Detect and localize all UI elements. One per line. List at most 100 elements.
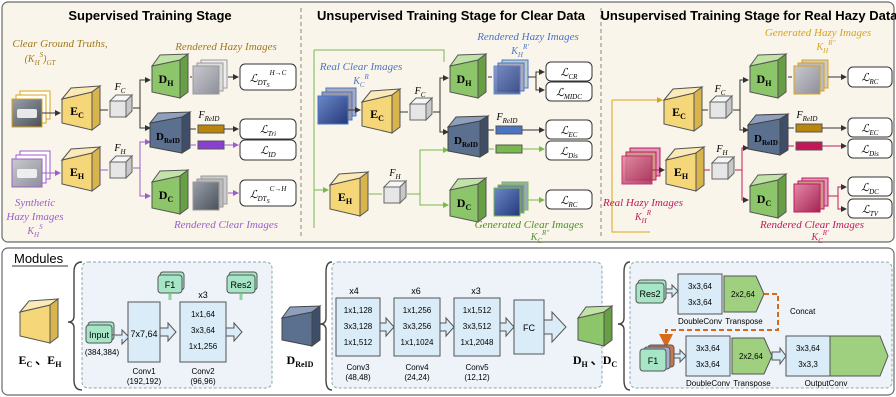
decoder-dh: DH — [150, 53, 190, 99]
unsup-clear-dreid: DReID — [446, 115, 490, 158]
enc-input: Input — [89, 330, 110, 340]
clear-gt-label: Clear Ground Truths, — [12, 38, 108, 50]
encoder-eh: EH — [60, 146, 102, 192]
svg-text:1x1,128: 1x1,128 — [344, 306, 373, 315]
unsup-hazy-encoder-ec: EC — [662, 86, 704, 132]
svg-text:3x3,128: 3x3,128 — [344, 322, 373, 331]
unsup-clear-stage: Real Clear Images KCR EC EH FC — [313, 31, 593, 245]
svg-text:Conv4: Conv4 — [405, 363, 429, 372]
unsup-hazy-encoder-eh: EH — [664, 146, 706, 192]
svg-text:x3: x3 — [198, 290, 208, 300]
enc-f1: F1 — [165, 280, 176, 290]
unsup-hazy-dc: DC — [748, 173, 788, 219]
svg-text:3x3,64: 3x3,64 — [696, 360, 721, 369]
svg-text:1x1,1024: 1x1,1024 — [401, 338, 434, 347]
unsup-clear-dh: DH — [448, 53, 488, 99]
svg-text:(48,48): (48,48) — [345, 373, 371, 382]
svg-text:3x3,3: 3x3,3 — [798, 360, 818, 369]
real-hazy-images — [621, 147, 661, 185]
clear-gt-images — [11, 90, 51, 128]
unsup-hazy-stage: Generated Hazy Images KHR'' Real Hazy Im… — [602, 27, 893, 245]
loss-h2c-box — [239, 63, 297, 91]
svg-text:Transpose: Transpose — [725, 317, 763, 326]
svg-text:Conv2: Conv2 — [191, 367, 215, 376]
svg-text:DoubleConv: DoubleConv — [686, 379, 730, 388]
svg-text:KHS: KHS — [26, 223, 43, 239]
unsup-hazy-fh-cube: FH — [710, 144, 736, 181]
unsup-clear-rendered-hazy-images — [493, 59, 529, 95]
svg-text:Transpose: Transpose — [733, 379, 771, 388]
modules-title: Modules — [14, 251, 64, 266]
svg-text:Hazy Images: Hazy Images — [5, 211, 63, 223]
svg-text:Conv5: Conv5 — [465, 363, 489, 372]
loss-id-box — [239, 139, 297, 161]
svg-text:Synthetic: Synthetic — [15, 197, 55, 209]
rendered-hazy-label: Rendered Hazy Images — [174, 41, 277, 53]
svg-text:3x3,64: 3x3,64 — [688, 298, 713, 307]
freid-orange — [197, 124, 225, 134]
unsup-hazy-dreid: DReID — [746, 113, 790, 156]
svg-text:(192,192): (192,192) — [127, 377, 162, 386]
unsup-hazy-title: Unsupervised Training Stage for Real Haz… — [601, 8, 896, 23]
svg-text:1x1,2048: 1x1,2048 — [461, 338, 494, 347]
rendered-clear-label: Rendered Clear Images — [173, 219, 278, 231]
unsup-clear-title: Unsupervised Training Stage for Clear Da… — [317, 8, 586, 23]
dec-res2: Res2 — [639, 289, 660, 299]
concat-label: Concat — [790, 307, 816, 316]
synthetic-hazy-images — [11, 150, 51, 188]
real-clear-label: Real Clear Images — [319, 61, 402, 73]
unsup-clear-rendered-hazy-label: Rendered Hazy Images — [476, 31, 579, 43]
svg-text:(12,12): (12,12) — [464, 373, 490, 382]
loss-c2h-box — [239, 179, 297, 207]
decoder-dreid: DReID — [148, 111, 192, 154]
svg-text:2x2,64: 2x2,64 — [731, 290, 756, 299]
svg-text:OutputConv: OutputConv — [805, 379, 848, 388]
unsup-hazy-dh: DH — [748, 53, 788, 99]
svg-text:3x3,64: 3x3,64 — [696, 344, 721, 353]
rendered-clear-images — [192, 175, 228, 211]
svg-text:2x2,64: 2x2,64 — [739, 352, 764, 361]
enc-res2: Res2 — [230, 280, 251, 290]
unsup-clear-encoder-eh: EH — [328, 171, 370, 217]
svg-text:x3: x3 — [471, 286, 481, 296]
dec-f1: F1 — [648, 356, 659, 366]
svg-text:FC: FC — [523, 323, 535, 333]
generated-hazy-label: Generated Hazy Images — [765, 27, 871, 39]
svg-text:Conv3: Conv3 — [346, 363, 370, 372]
svg-text:1x1,512: 1x1,512 — [344, 338, 373, 347]
svg-text:DoubleConv: DoubleConv — [678, 317, 722, 326]
enc-conv2-row-3: 1x1,256 — [189, 342, 218, 351]
svg-text:(384,384): (384,384) — [85, 348, 120, 357]
unsup-hazy-fc-cube: FC — [708, 84, 734, 120]
generated-clear-images — [493, 181, 529, 217]
decoder-module-label: DH 、DC — [573, 353, 618, 369]
freid-purple — [197, 140, 225, 150]
module-dreid-icon — [280, 305, 322, 347]
svg-text:1x1,512: 1x1,512 — [463, 306, 492, 315]
enc-conv1-block: 7x7,64 — [130, 329, 157, 339]
encoder-ec: EC — [60, 85, 102, 131]
unsup-hazy-rendered-clear-images — [793, 177, 829, 213]
decoder-dc: DC — [150, 169, 190, 215]
generated-clear-label: Generated Clear Images — [475, 219, 584, 231]
unsup-hazy-rendered-clear-label: Rendered Clear Images — [759, 219, 864, 231]
svg-text:(96,96): (96,96) — [190, 377, 216, 386]
rendered-hazy-images — [192, 59, 228, 95]
svg-text:3x3,512: 3x3,512 — [463, 322, 492, 331]
svg-text:Conv1: Conv1 — [132, 367, 156, 376]
svg-text:x4: x4 — [349, 286, 359, 296]
svg-text:3x3,256: 3x3,256 — [403, 322, 432, 331]
svg-text:3x3,64: 3x3,64 — [796, 344, 821, 353]
svg-text:(24,24): (24,24) — [404, 373, 430, 382]
svg-text:x6: x6 — [411, 286, 421, 296]
enc-conv2-row-1: 1x1,64 — [191, 310, 216, 319]
unsup-clear-encoder-ec: EC — [360, 88, 402, 134]
supervised-stage: Clear Ground Truths, (KHS)GT Synthetic H… — [5, 38, 297, 239]
module-encoder-icon — [18, 298, 60, 344]
svg-text:1x1,256: 1x1,256 — [403, 306, 432, 315]
enc-conv2-row-2: 3x3,64 — [191, 326, 216, 335]
generated-hazy-images — [793, 59, 829, 95]
loss-tri-box — [239, 118, 297, 140]
real-clear-images — [317, 87, 357, 125]
